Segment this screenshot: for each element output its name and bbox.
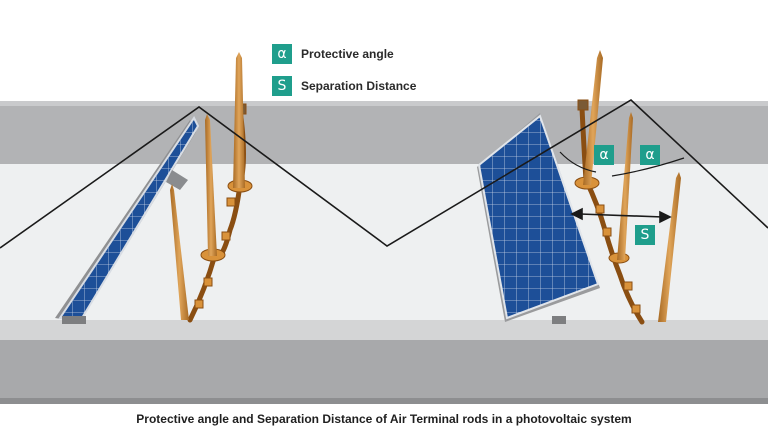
separation-distance-arrow: [570, 207, 672, 224]
right-solar-panel: [477, 113, 600, 324]
angle-annotation-badge: α: [594, 145, 614, 165]
figure-caption: Protective angle and Separation Distance…: [136, 412, 632, 426]
air-terminal-rods: [170, 50, 681, 322]
left-solar-panel: [55, 116, 200, 324]
angle-annotation-badge: α: [640, 145, 660, 165]
protective-angle-arcs: [559, 151, 685, 177]
legend-item-protective-angle: α Protective angle: [272, 43, 394, 65]
front-parapet-wall: [0, 320, 768, 404]
s-symbol-badge: S: [272, 76, 292, 96]
air-terminal-rod: [170, 184, 189, 320]
legend-label: Separation Distance: [301, 79, 417, 93]
air-terminal-rod: [658, 172, 681, 322]
back-parapet-wall: [0, 101, 768, 164]
legend-label: Protective angle: [301, 47, 394, 61]
alpha-symbol-badge: α: [272, 44, 292, 64]
air-terminal-rod: [583, 50, 603, 185]
air-terminal-rod: [617, 112, 633, 260]
distance-annotation-badge: S: [635, 225, 655, 245]
legend-item-separation-distance: S Separation Distance: [272, 75, 416, 97]
protection-zone-lines: [0, 99, 768, 249]
air-terminal-rod: [205, 114, 217, 256]
air-terminal-rod: [233, 52, 245, 188]
